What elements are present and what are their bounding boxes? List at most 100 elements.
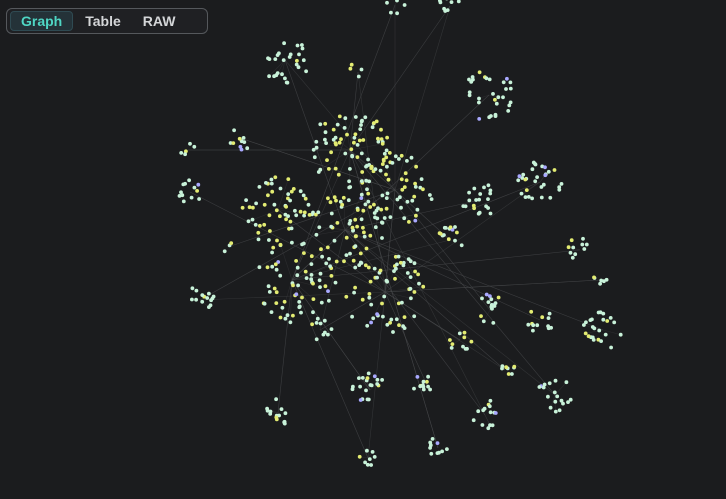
graph-node[interactable]: [353, 115, 358, 119]
graph-node[interactable]: [283, 411, 288, 416]
graph-node[interactable]: [581, 236, 585, 241]
graph-node[interactable]: [326, 196, 330, 201]
graph-node[interactable]: [283, 76, 287, 81]
graph-node[interactable]: [367, 295, 372, 300]
graph-node[interactable]: [315, 316, 320, 321]
graph-node[interactable]: [253, 222, 258, 227]
graph-node[interactable]: [467, 77, 471, 82]
graph-node[interactable]: [181, 199, 186, 204]
graph-node[interactable]: [402, 315, 407, 319]
graph-node[interactable]: [526, 195, 531, 199]
graph-node[interactable]: [457, 331, 462, 336]
graph-node[interactable]: [372, 266, 377, 271]
graph-node[interactable]: [241, 136, 246, 140]
graph-node[interactable]: [597, 328, 602, 333]
graph-node[interactable]: [192, 144, 197, 149]
graph-node[interactable]: [267, 213, 272, 218]
graph-node[interactable]: [360, 297, 365, 302]
graph-node[interactable]: [469, 339, 474, 344]
graph-node[interactable]: [566, 245, 571, 250]
graph-node[interactable]: [188, 141, 192, 146]
graph-node[interactable]: [405, 159, 409, 163]
graph-node[interactable]: [331, 127, 336, 132]
graph-node[interactable]: [402, 3, 407, 7]
graph-node[interactable]: [413, 185, 418, 189]
graph-node[interactable]: [332, 238, 337, 243]
graph-node[interactable]: [296, 283, 300, 288]
graph-node[interactable]: [273, 57, 278, 61]
graph-node[interactable]: [582, 247, 587, 251]
graph-node[interactable]: [364, 178, 369, 183]
graph-node[interactable]: [592, 326, 597, 331]
graph-node[interactable]: [470, 75, 475, 79]
graph-node[interactable]: [381, 158, 386, 163]
graph-node[interactable]: [467, 93, 472, 98]
graph-node[interactable]: [493, 301, 498, 305]
graph-node[interactable]: [288, 198, 292, 203]
graph-node[interactable]: [476, 409, 481, 414]
graph-node[interactable]: [278, 242, 283, 247]
graph-node[interactable]: [540, 315, 545, 320]
graph-node[interactable]: [375, 312, 379, 317]
graph-node[interactable]: [519, 191, 524, 196]
graph-node[interactable]: [314, 145, 319, 150]
graph-node[interactable]: [488, 191, 493, 196]
graph-node[interactable]: [323, 121, 328, 126]
graph-node[interactable]: [486, 206, 490, 210]
graph-node[interactable]: [530, 196, 534, 201]
graph-node[interactable]: [549, 325, 553, 330]
graph-node[interactable]: [360, 118, 364, 123]
graph-node[interactable]: [386, 177, 391, 182]
graph-node[interactable]: [557, 185, 562, 190]
graph-node[interactable]: [467, 90, 472, 95]
graph-node[interactable]: [361, 208, 366, 213]
graph-node[interactable]: [480, 296, 484, 301]
graph-node[interactable]: [408, 286, 413, 291]
graph-node[interactable]: [547, 311, 552, 316]
graph-node[interactable]: [323, 284, 328, 289]
graph-node[interactable]: [291, 283, 295, 288]
graph-node[interactable]: [543, 173, 548, 178]
graph-node[interactable]: [320, 254, 324, 259]
graph-node[interactable]: [280, 72, 284, 77]
graph-node[interactable]: [413, 269, 417, 274]
graph-node[interactable]: [267, 74, 271, 79]
graph-node[interactable]: [294, 292, 299, 297]
graph-node[interactable]: [285, 313, 290, 318]
graph-node[interactable]: [291, 187, 296, 191]
graph-node[interactable]: [510, 372, 514, 376]
graph-node[interactable]: [326, 289, 330, 293]
graph-node[interactable]: [278, 186, 283, 191]
graph-node[interactable]: [340, 202, 345, 207]
graph-node[interactable]: [477, 100, 481, 105]
graph-node[interactable]: [286, 214, 290, 219]
graph-node[interactable]: [262, 301, 267, 306]
graph-node[interactable]: [303, 196, 308, 201]
graph-node[interactable]: [264, 181, 268, 185]
graph-node[interactable]: [338, 199, 343, 204]
graph-node[interactable]: [566, 400, 570, 404]
graph-node[interactable]: [353, 285, 357, 290]
graph-node[interactable]: [547, 381, 552, 386]
graph-node[interactable]: [491, 92, 495, 96]
graph-node[interactable]: [177, 194, 182, 198]
graph-node[interactable]: [440, 449, 444, 454]
graph-node[interactable]: [348, 219, 353, 223]
graph-node[interactable]: [477, 117, 482, 121]
graph-node[interactable]: [415, 207, 420, 212]
graph-node[interactable]: [347, 185, 352, 190]
graph-node[interactable]: [311, 310, 315, 315]
graph-node[interactable]: [542, 382, 547, 387]
graph-node[interactable]: [493, 114, 498, 118]
graph-node[interactable]: [573, 252, 578, 257]
graph-node[interactable]: [541, 385, 546, 390]
graph-node[interactable]: [200, 293, 205, 297]
graph-node[interactable]: [501, 95, 505, 100]
graph-node[interactable]: [289, 189, 294, 194]
graph-node[interactable]: [352, 290, 356, 295]
graph-node[interactable]: [584, 320, 588, 325]
graph-node[interactable]: [399, 205, 403, 210]
graph-node[interactable]: [408, 275, 413, 279]
graph-node[interactable]: [504, 87, 508, 91]
graph-node[interactable]: [380, 236, 384, 240]
